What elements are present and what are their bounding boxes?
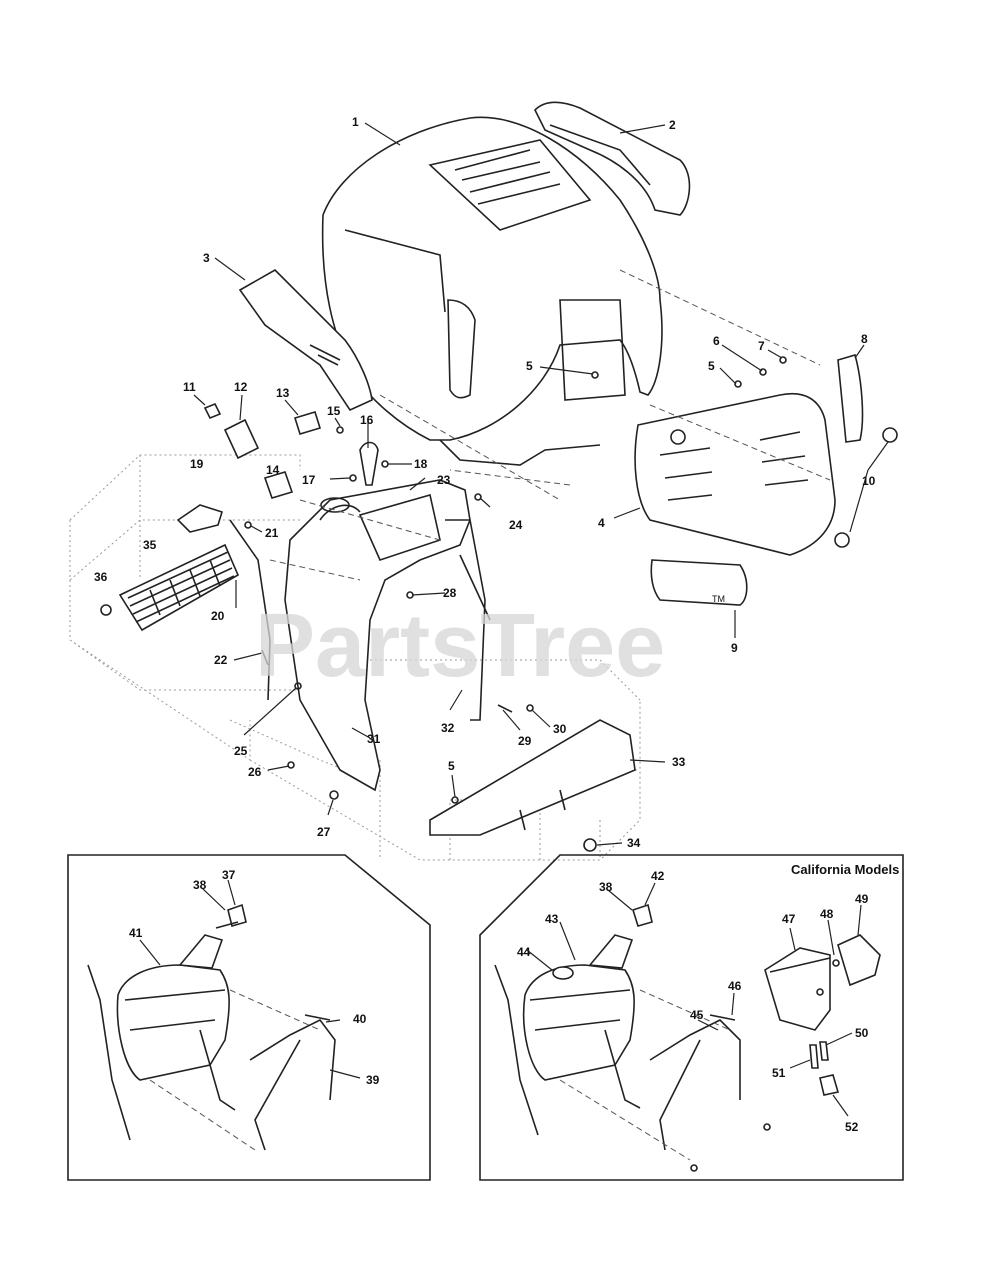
- watermark: PartsTree TM: [255, 594, 725, 696]
- callout-13: 13: [276, 386, 290, 400]
- assembly-lines: [269, 269, 831, 581]
- callout-35: 35: [143, 538, 157, 552]
- callout-14: 14: [266, 463, 280, 477]
- callout-5-grille: 5: [708, 359, 715, 373]
- hood-rear-trim-part: [534, 101, 691, 216]
- callout-21: 21: [265, 526, 279, 540]
- callout-17: 17: [302, 473, 316, 487]
- callout-6: 6: [713, 334, 720, 348]
- grille-part: [634, 393, 836, 556]
- inset-left-fuel-tank: [67, 854, 431, 1181]
- inset-leader-lines: [139, 879, 862, 1117]
- headlight-lens-part: [837, 354, 864, 443]
- callout-23: 23: [437, 473, 451, 487]
- callout-50: 50: [855, 1026, 869, 1040]
- callout-15: 15: [327, 404, 341, 418]
- callout-45: 45: [690, 1008, 704, 1022]
- callout-48: 48: [820, 907, 834, 921]
- callout-28: 28: [443, 586, 457, 600]
- callout-16: 16: [360, 413, 374, 427]
- callout-8: 8: [861, 332, 868, 346]
- callout-34: 34: [627, 836, 641, 850]
- bumper-part: [650, 559, 748, 606]
- callout-18: 18: [414, 457, 428, 471]
- callout-32: 32: [441, 721, 455, 735]
- callout-9: 9: [731, 641, 738, 655]
- callout-24: 24: [509, 518, 523, 532]
- callout-31: 31: [367, 732, 381, 746]
- inset-right-california: California Models: [479, 854, 904, 1181]
- callout-5-frame: 5: [448, 759, 455, 773]
- small-parts: [100, 356, 898, 852]
- callout-25: 25: [234, 744, 248, 758]
- callout-47: 47: [782, 912, 796, 926]
- callout-44: 44: [517, 945, 531, 959]
- callout-43: 43: [545, 912, 559, 926]
- callout-41: 41: [129, 926, 143, 940]
- inset-right-title: California Models: [791, 862, 899, 877]
- radiator-screen-part: [118, 543, 240, 632]
- callout-33: 33: [672, 755, 686, 769]
- leader-lines: [193, 122, 889, 846]
- callout-3: 3: [203, 251, 210, 265]
- callout-2: 2: [669, 118, 676, 132]
- frame-plate-part: [429, 719, 636, 836]
- callout-36: 36: [94, 570, 108, 584]
- callout-12: 12: [234, 380, 248, 394]
- callout-11: 11: [183, 380, 196, 394]
- watermark-tm: TM: [712, 594, 725, 604]
- callout-10: 10: [862, 474, 876, 488]
- callout-29: 29: [518, 734, 532, 748]
- callout-7: 7: [758, 339, 765, 353]
- callout-42: 42: [651, 869, 665, 883]
- callout-39: 39: [366, 1073, 380, 1087]
- callout-49: 49: [855, 892, 869, 906]
- callout-20: 20: [211, 609, 225, 623]
- callout-40: 40: [353, 1012, 367, 1026]
- callout-37: 37: [222, 868, 236, 882]
- watermark-text: PartsTree: [255, 596, 665, 696]
- callout-51: 51: [772, 1066, 786, 1080]
- callout-52: 52: [845, 1120, 859, 1134]
- callout-22: 22: [214, 653, 228, 667]
- callout-46: 46: [728, 979, 742, 993]
- callout-30: 30: [553, 722, 567, 736]
- callout-38-right: 38: [599, 880, 613, 894]
- hood-side-panel-part: [238, 269, 373, 412]
- callout-27: 27: [317, 825, 331, 839]
- callout-4: 4: [598, 516, 605, 530]
- callout-1: 1: [352, 115, 359, 129]
- callout-26: 26: [248, 765, 262, 779]
- hood-part: [321, 116, 663, 466]
- callout-5-hood: 5: [526, 359, 533, 373]
- callout-19: 19: [190, 457, 204, 471]
- callout-labels: 1 2 3 4 5 5 5 6 7 8 9 10 11 12 13 14 15 …: [94, 115, 876, 1134]
- callout-38-left: 38: [193, 878, 207, 892]
